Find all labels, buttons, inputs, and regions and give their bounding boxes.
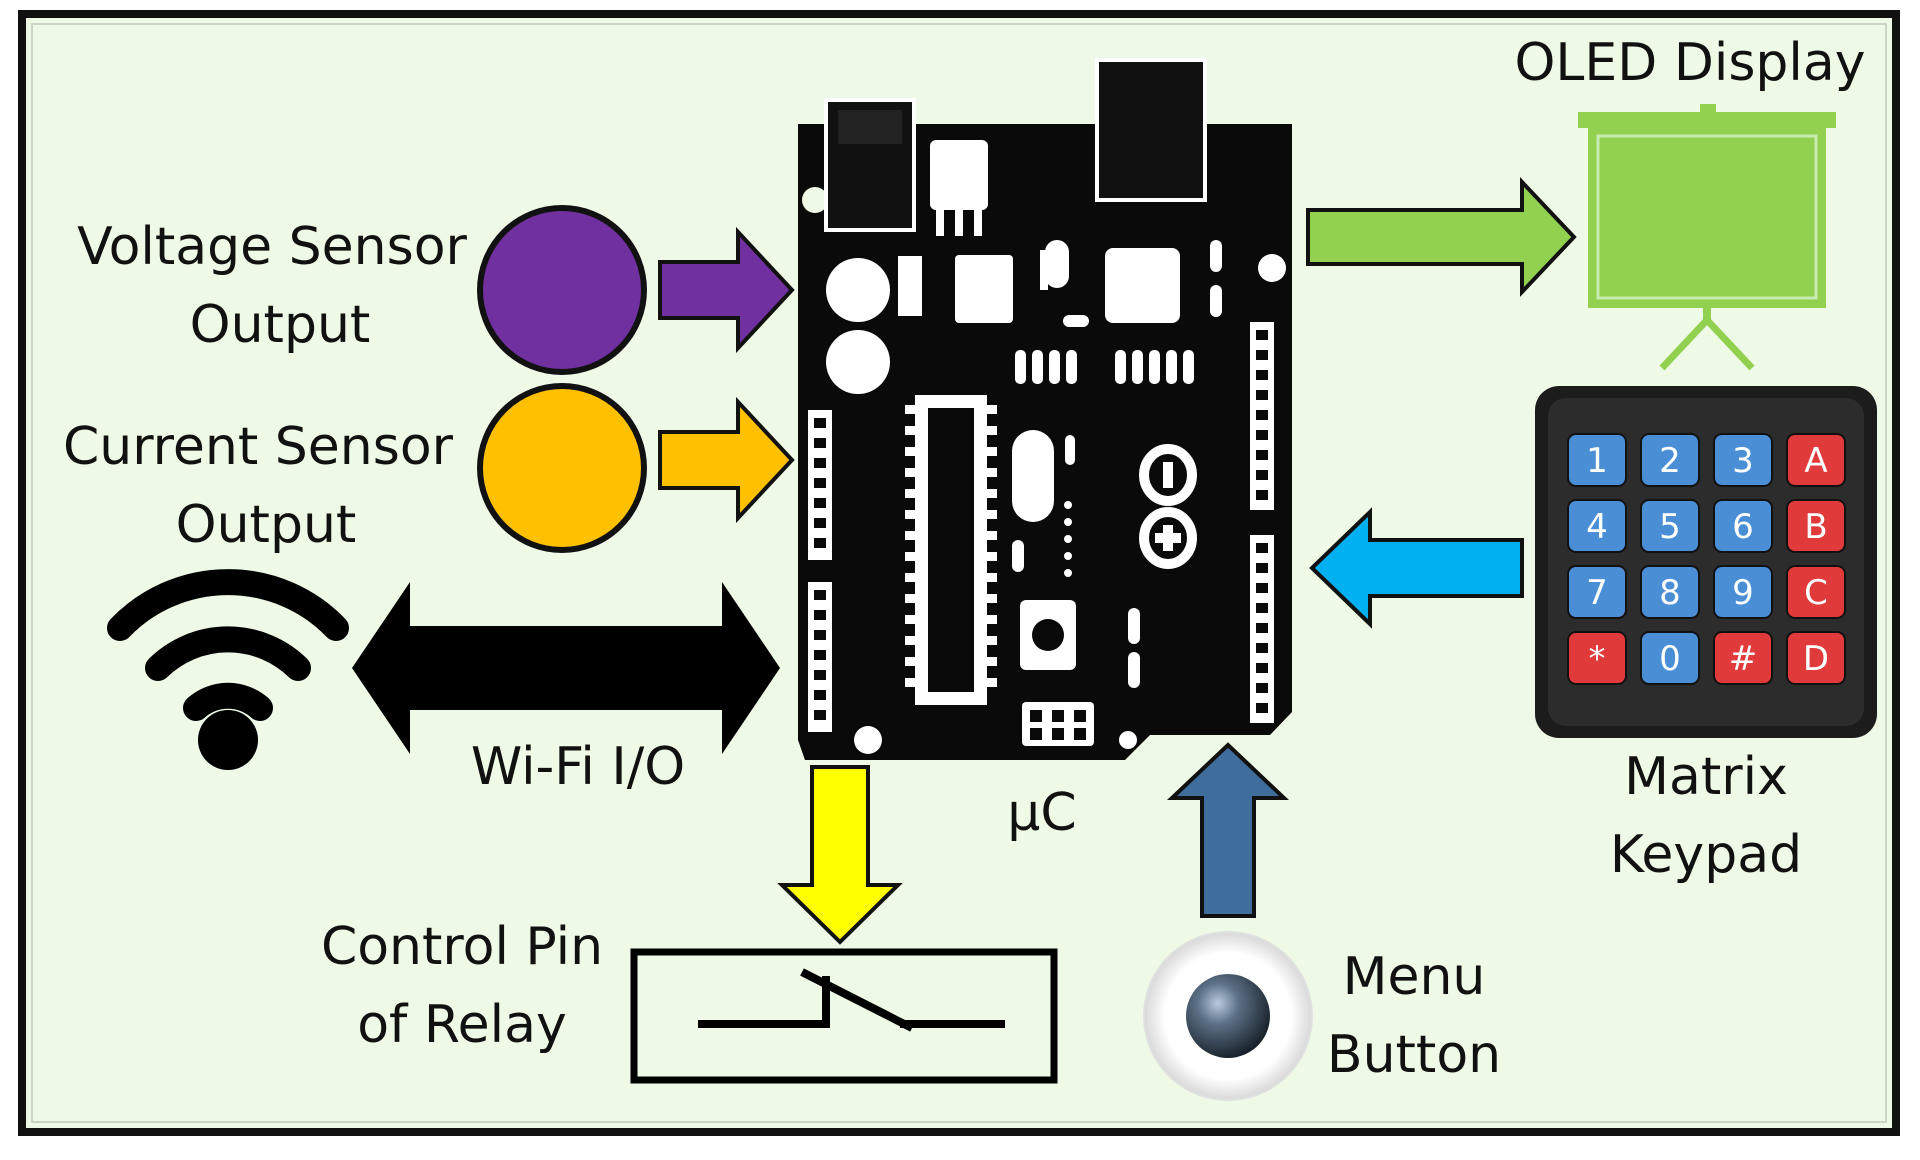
keypad-key: A [1786, 433, 1846, 487]
keypad-key: 9 [1713, 565, 1773, 619]
arduino-board-icon [798, 58, 1292, 760]
menu-button-arrow [1166, 742, 1290, 918]
current-label-line1: Current Sensor [63, 417, 454, 477]
wifi-label: Wi-Fi I/O [471, 737, 685, 797]
voltage-label-line1: Voltage Sensor [77, 217, 467, 277]
keypad-key-label: B [1804, 507, 1827, 547]
current-label-line2: Output [176, 495, 357, 555]
keypad-key-label: * [1589, 639, 1606, 679]
keypad-key-label: 2 [1659, 441, 1681, 481]
keypad-key: 8 [1640, 565, 1700, 619]
keypad-key-label: 8 [1659, 573, 1681, 613]
mcu-label: μC [1007, 783, 1076, 843]
projector-screen-icon [1578, 104, 1836, 371]
keypad-key-label: C [1804, 573, 1828, 613]
keypad-key-label: D [1803, 639, 1829, 679]
arduino-logo-icon [1139, 444, 1197, 569]
keypad-key: # [1713, 631, 1773, 685]
inner-frame-line [31, 23, 1887, 1123]
keypad-key-label: 6 [1732, 507, 1754, 547]
keypad-key: 5 [1640, 499, 1700, 553]
oled-arrow [1306, 176, 1577, 298]
matrix-keypad-icon: 1 2 3 A 4 5 6 B 7 8 9 C * 0 # D [1535, 386, 1877, 738]
voltage-sensor-icon [477, 205, 647, 375]
relay-label-line1: Control Pin [321, 917, 603, 977]
keypad-key-label: 7 [1586, 573, 1608, 613]
keypad-key: 2 [1640, 433, 1700, 487]
current-sensor-icon [477, 383, 647, 553]
keypad-key: 6 [1713, 499, 1773, 553]
keypad-key: * [1567, 631, 1627, 685]
keypad-key-label: 1 [1586, 441, 1608, 481]
wifi-dot [198, 710, 258, 770]
keypad-key: 4 [1567, 499, 1627, 553]
keypad-key: 1 [1567, 433, 1627, 487]
keypad-key-label: 5 [1659, 507, 1681, 547]
relay-label-line2: of Relay [357, 995, 567, 1055]
keypad-key: 7 [1567, 565, 1627, 619]
keypad-key-label: 4 [1586, 507, 1608, 547]
relay-arrow [777, 765, 903, 945]
wifi-icon [107, 569, 349, 721]
keypad-key: 0 [1640, 631, 1700, 685]
menu-label-line2: Button [1327, 1025, 1501, 1085]
keypad-key: B [1786, 499, 1846, 553]
keypad-key: D [1786, 631, 1846, 685]
keypad-key: 3 [1713, 433, 1773, 487]
keypad-label-line2: Keypad [1610, 825, 1802, 885]
keypad-key: C [1786, 565, 1846, 619]
keypad-key-label: # [1729, 639, 1758, 679]
wifi-double-arrow [352, 582, 780, 754]
keypad-key-label: 9 [1732, 573, 1754, 613]
voltage-label-line2: Output [190, 295, 371, 355]
oled-label: OLED Display [1515, 33, 1866, 93]
keypad-key-label: A [1804, 441, 1827, 481]
keypad-key-label: 0 [1659, 639, 1681, 679]
relay-switch-icon [630, 948, 1058, 1084]
voltage-arrow [658, 226, 795, 354]
menu-label-line1: Menu [1343, 947, 1486, 1007]
keypad-key-label: 3 [1732, 441, 1754, 481]
push-button-icon [1143, 931, 1313, 1101]
keypad-arrow [1309, 507, 1524, 629]
current-arrow [658, 396, 795, 524]
keypad-label-line1: Matrix [1624, 747, 1788, 807]
